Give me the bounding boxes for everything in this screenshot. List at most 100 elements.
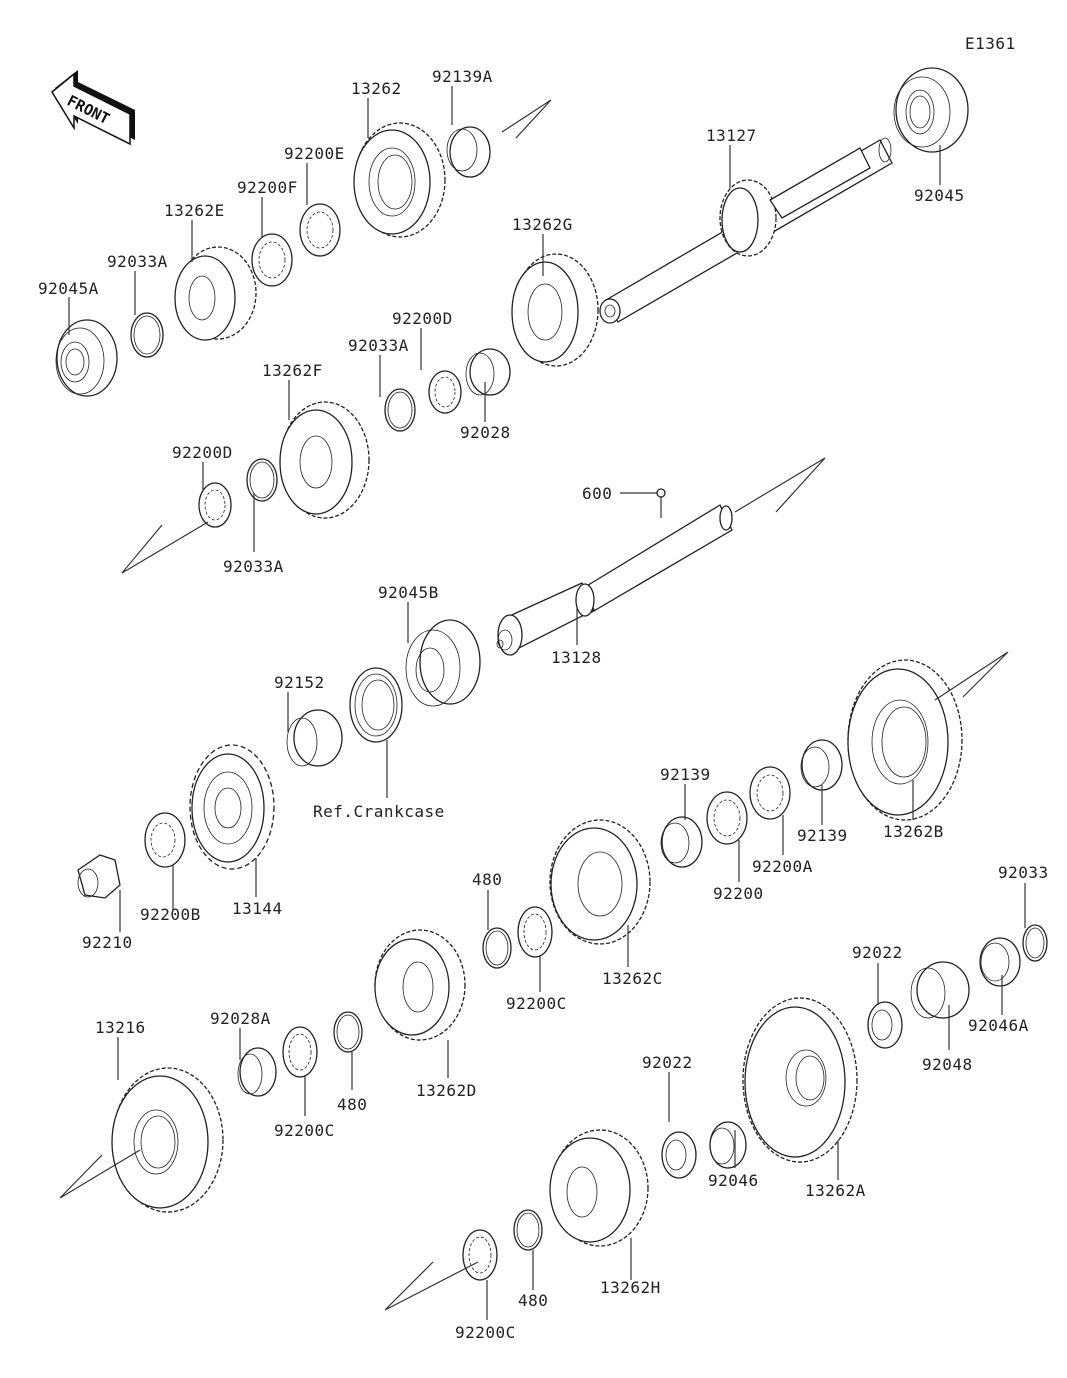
part-13262G-gear[interactable] xyxy=(511,253,599,367)
axis-indicator xyxy=(734,457,826,513)
axis-indicator xyxy=(501,99,552,139)
callout-13262F[interactable]: 13262F xyxy=(262,361,323,380)
callout-13262D[interactable]: 13262D xyxy=(416,1081,477,1100)
callout-13262B[interactable]: 13262B xyxy=(883,822,944,841)
callout-480[interactable]: 480 xyxy=(472,870,502,889)
callout-92028A[interactable]: 92028A xyxy=(210,1009,271,1028)
callout-92046[interactable]: 92046 xyxy=(708,1171,759,1190)
callout-13216[interactable]: 13216 xyxy=(95,1018,146,1037)
part-92033A-circlip[interactable] xyxy=(246,458,278,502)
part-92045A-bearing[interactable] xyxy=(55,319,118,397)
part-92022-washer[interactable] xyxy=(661,1131,697,1179)
part-13216-gear[interactable] xyxy=(111,1067,224,1213)
axis-indicator xyxy=(59,1149,141,1199)
part-92033-circlip[interactable] xyxy=(1022,924,1048,962)
callout-92200C[interactable]: 92200C xyxy=(455,1323,516,1342)
part-92046A-needle-bearing[interactable] xyxy=(979,937,1021,987)
callout-92139[interactable]: 92139 xyxy=(660,765,711,784)
callout-92045[interactable]: 92045 xyxy=(914,186,965,205)
callout-92048[interactable]: 92048 xyxy=(922,1055,973,1074)
part-92200C-washer[interactable] xyxy=(462,1229,498,1281)
part-13127-shaft[interactable] xyxy=(599,137,893,324)
part-480-circlip[interactable] xyxy=(513,1209,543,1251)
part-92048-collar[interactable] xyxy=(910,961,970,1019)
callout-92046A[interactable]: 92046A xyxy=(968,1016,1029,1035)
part-92022-washer[interactable] xyxy=(867,1001,903,1049)
callout-92152[interactable]: 92152 xyxy=(274,673,325,692)
callout-92028[interactable]: 92028 xyxy=(460,423,511,442)
callout-92022[interactable]: 92022 xyxy=(642,1053,693,1072)
part-13262C-gear[interactable] xyxy=(549,819,651,945)
callout-92200D[interactable]: 92200D xyxy=(392,309,453,328)
part-92210-nut[interactable] xyxy=(77,854,121,899)
part-92200D-washer[interactable] xyxy=(198,482,232,528)
callout-600[interactable]: 600 xyxy=(582,484,612,503)
part-92200-washer[interactable] xyxy=(706,791,748,845)
callout-92022[interactable]: 92022 xyxy=(852,943,903,962)
part-92200C-washer[interactable] xyxy=(517,906,553,958)
part-92152-collar[interactable] xyxy=(286,709,343,767)
part-13262A-gear[interactable] xyxy=(742,997,858,1163)
callout-ref-crankcase[interactable]: Ref.Crankcase xyxy=(313,802,445,821)
callout-13262C[interactable]: 13262C xyxy=(602,969,663,988)
callout-13262H[interactable]: 13262H xyxy=(600,1278,661,1297)
callout-13262[interactable]: 13262 xyxy=(351,79,402,98)
callout-13262G[interactable]: 13262G xyxy=(512,215,573,234)
callout-92200C[interactable]: 92200C xyxy=(274,1121,335,1140)
callout-92033A[interactable]: 92033A xyxy=(107,252,168,271)
callout-92045A[interactable]: 92045A xyxy=(38,279,99,298)
axis-indicator xyxy=(384,1261,479,1311)
part-13128-shaft[interactable] xyxy=(496,504,733,656)
callout-92139[interactable]: 92139 xyxy=(797,826,848,845)
callout-92200C[interactable]: 92200C xyxy=(506,994,567,1013)
callout-92200D[interactable]: 92200D xyxy=(172,443,233,462)
callout-13144[interactable]: 13144 xyxy=(232,899,283,918)
callout-480[interactable]: 480 xyxy=(337,1095,367,1114)
callout-92200[interactable]: 92200 xyxy=(713,884,764,903)
part-13262E-gear[interactable] xyxy=(174,246,257,341)
part-92200E-washer[interactable] xyxy=(299,203,341,257)
axis-indicator xyxy=(934,651,1009,701)
callout-92045B[interactable]: 92045B xyxy=(378,583,439,602)
part-92200D-washer[interactable] xyxy=(428,370,462,414)
callout-13262E[interactable]: 13262E xyxy=(164,201,225,220)
part-13144-sprocket[interactable] xyxy=(189,744,275,870)
part-480-circlip[interactable] xyxy=(333,1011,363,1053)
callout-92139A[interactable]: 92139A xyxy=(432,67,493,86)
part-92200F-washer[interactable] xyxy=(251,233,293,287)
part-13262F-gear[interactable] xyxy=(279,401,370,519)
axis-indicator xyxy=(121,521,209,574)
part-92028A-collar[interactable] xyxy=(237,1047,277,1097)
part-92033A-circlip[interactable] xyxy=(384,388,416,432)
callout-92033A[interactable]: 92033A xyxy=(348,336,409,355)
callout-92210[interactable]: 92210 xyxy=(82,933,133,952)
part-13262D-gear[interactable] xyxy=(374,929,466,1041)
part-92139-bearing[interactable] xyxy=(800,739,843,791)
part-480-circlip[interactable] xyxy=(482,927,512,969)
part-13262-gear[interactable] xyxy=(353,122,446,238)
callout-92033[interactable]: 92033 xyxy=(998,863,1049,882)
callout-92200B[interactable]: 92200B xyxy=(140,905,201,924)
callout-480[interactable]: 480 xyxy=(518,1291,548,1310)
callout-13127[interactable]: 13127 xyxy=(706,126,757,145)
part-92033A-circlip[interactable] xyxy=(130,312,164,358)
part-13262B-gear[interactable] xyxy=(847,659,963,821)
part-92200C-washer[interactable] xyxy=(282,1026,318,1078)
part-92139-bearing[interactable] xyxy=(660,816,703,868)
callout-13262A[interactable]: 13262A xyxy=(805,1181,866,1200)
part-13262H-gear[interactable] xyxy=(549,1129,649,1247)
part-92200A-washer[interactable] xyxy=(749,766,791,820)
part-92045-bearing[interactable] xyxy=(893,67,969,153)
callout-92200A[interactable]: 92200A xyxy=(752,857,813,876)
part-92028-collar[interactable] xyxy=(465,348,511,396)
callout-92200F[interactable]: 92200F xyxy=(237,178,298,197)
callout-92200E[interactable]: 92200E xyxy=(284,144,345,163)
part-92046-needle-bearing[interactable] xyxy=(709,1121,747,1169)
part-92200B-washer[interactable] xyxy=(144,812,186,868)
callout-92033A[interactable]: 92033A xyxy=(223,557,284,576)
part-crankcase-oil-seal[interactable] xyxy=(349,667,403,743)
callout-13128[interactable]: 13128 xyxy=(551,648,602,667)
part-92139A-bearing[interactable] xyxy=(446,126,491,178)
part-92045B-bearing[interactable] xyxy=(405,619,481,707)
